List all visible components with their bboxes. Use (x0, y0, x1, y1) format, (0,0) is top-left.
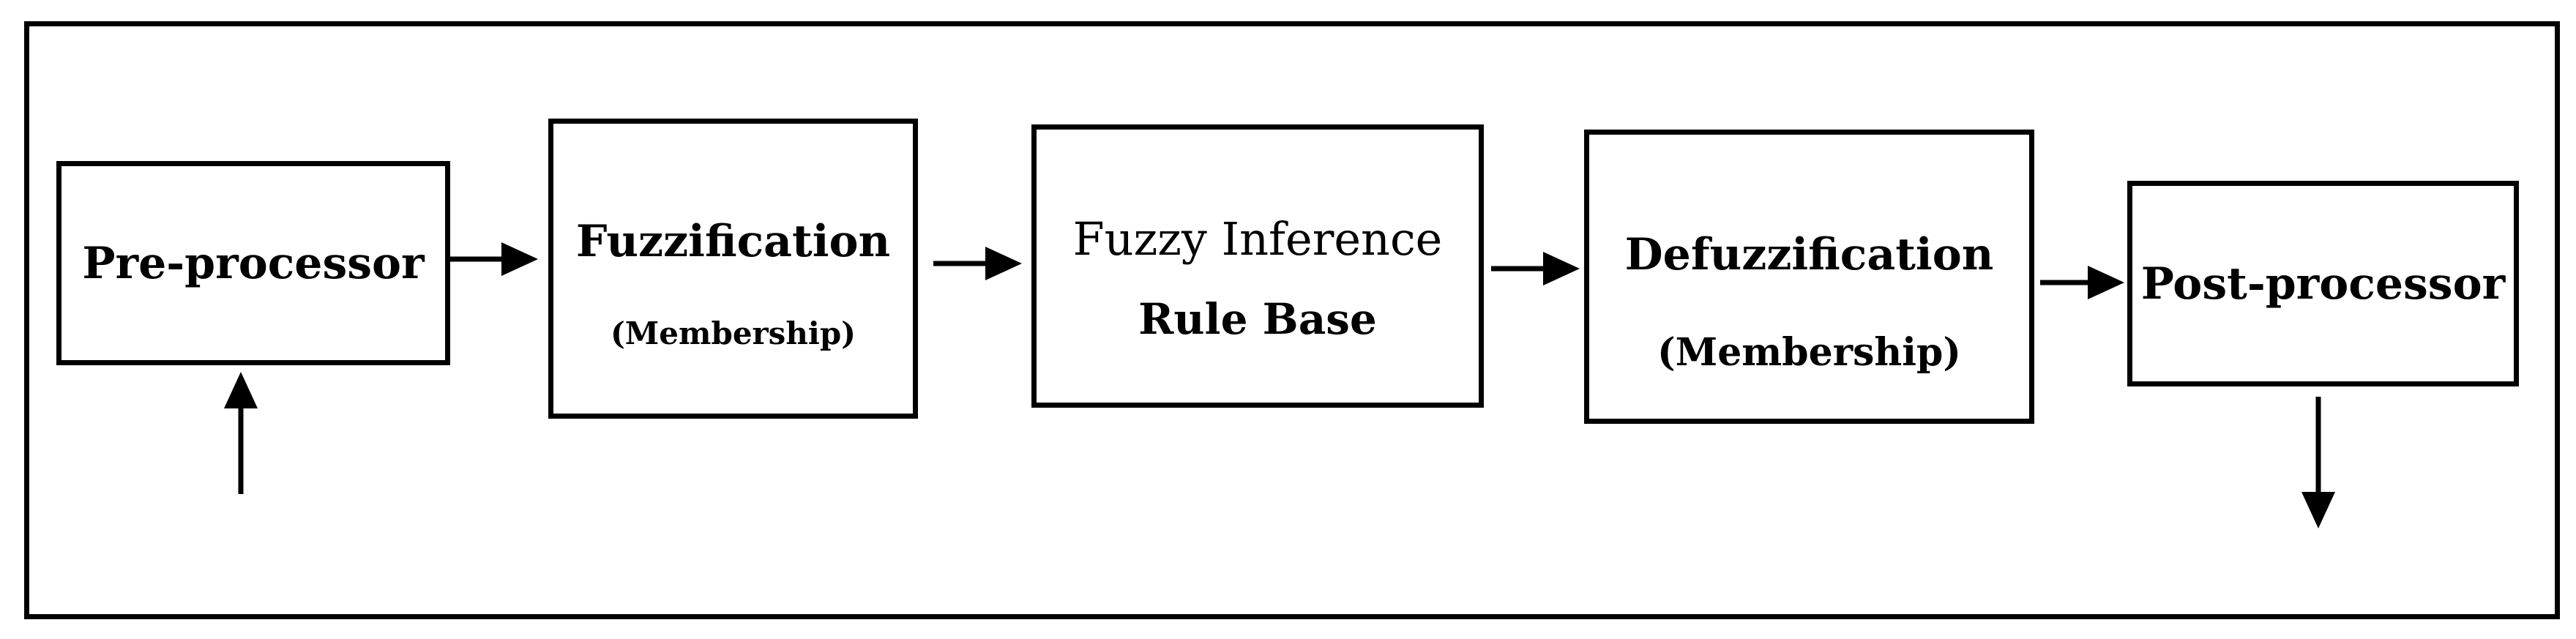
block-defuzzification: Defuzzification (Membership) (1584, 130, 2034, 424)
arrow-inference-to-defuzzification (1491, 252, 1580, 285)
arrow-defuzzification-to-post (2040, 266, 2124, 299)
diagram-frame (24, 21, 2560, 619)
input-arrow (224, 372, 258, 494)
block-post-processor: Post-processor (2127, 181, 2519, 386)
block-fuzzy-inference: Fuzzy Inference Rule Base (1031, 124, 1484, 408)
block-fuzzification-sublabel: (Membership) (610, 315, 856, 351)
arrow-pre-to-fuzzification (450, 242, 538, 276)
block-pre-processor: Pre-processor (56, 161, 450, 365)
block-pre-processor-label: Pre-processor (82, 237, 425, 289)
block-defuzzification-sublabel: (Membership) (1657, 330, 1961, 375)
output-arrow (2301, 397, 2335, 528)
block-fuzzification-label: Fuzzification (575, 216, 891, 267)
block-fuzzification: Fuzzification (Membership) (548, 119, 918, 419)
block-fuzzy-inference-sublabel: Rule Base (1138, 294, 1377, 345)
block-post-processor-label: Post-processor (2140, 258, 2506, 310)
block-fuzzy-inference-label: Fuzzy Inference (1072, 212, 1443, 266)
arrow-fuzzification-to-inference (933, 247, 1022, 280)
block-defuzzification-label: Defuzzification (1624, 229, 1994, 280)
